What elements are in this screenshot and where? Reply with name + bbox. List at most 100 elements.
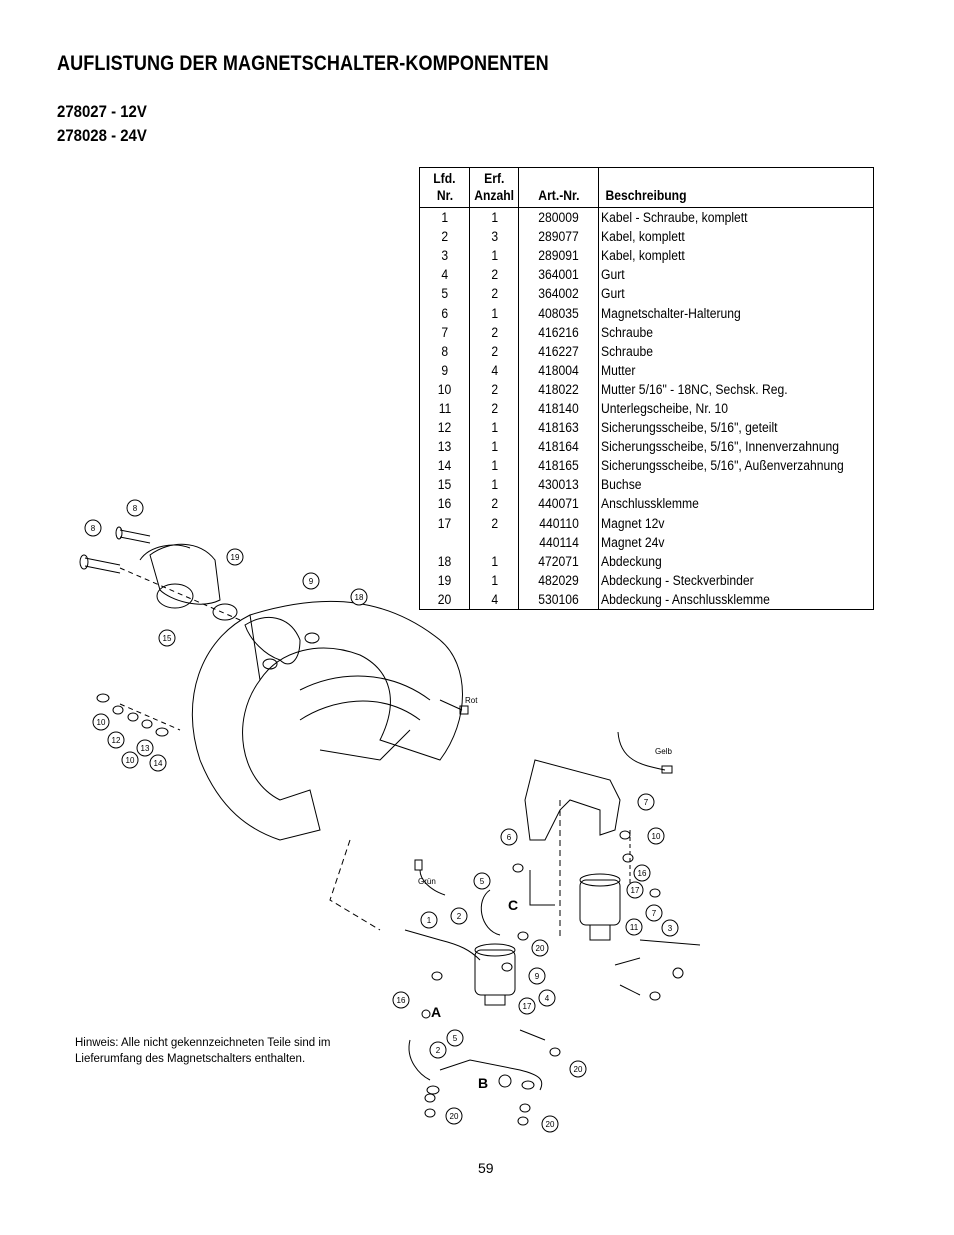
parts-table: Lfd. Nr. Erf. Anzahl Art.-Nr. Beschreibu… (419, 167, 874, 610)
cell-desc: Kabel, komplett (599, 246, 874, 265)
cell-desc: Sicherungsscheibe, 5/16", Außenverzahnun… (599, 456, 874, 475)
cell-nr-text: 19 (437, 572, 452, 588)
cell-qty-text: 2 (490, 400, 498, 416)
callout-number: 1 (427, 916, 432, 925)
cell-qty-text: 4 (490, 362, 498, 378)
page-title: AUFLISTUNG DER MAGNETSCHALTER-KOMPONENTE… (57, 52, 549, 75)
callout-circle (136, 739, 154, 757)
cell-part: 418140 (518, 398, 600, 419)
cell-qty-text: 2 (490, 286, 498, 302)
cell-desc: Kabel - Schraube, komplett (599, 208, 874, 228)
callout-number: 11 (630, 923, 639, 932)
cell-nr-text: 16 (437, 496, 452, 512)
model-numbers: 278027 - 12V 278028 - 24V (57, 100, 147, 148)
cell-nr-text: 10 (437, 381, 452, 397)
cell-nr-text: 17 (437, 515, 452, 531)
cell-part: 530106 (518, 589, 600, 610)
cell-qty (469, 532, 520, 552)
cell-desc-text: Unterlegscheibe, Nr. 10 (601, 400, 729, 416)
callout-number: 9 (535, 972, 540, 981)
callout-number: 16 (397, 996, 406, 1005)
cell-desc-text: Abdeckung (601, 553, 663, 569)
col-header-qty: Erf. Anzahl (469, 167, 520, 208)
callout-circle (450, 907, 468, 925)
callout-number: 3 (668, 924, 673, 933)
note-line-1: Hinweis: Alle nicht gekennzeichneten Tei… (75, 1037, 331, 1049)
cell-qty-text: 3 (490, 229, 498, 245)
cell-desc: Buchse (599, 475, 874, 494)
cell-qty-text: 2 (490, 515, 498, 531)
cell-part: 416227 (518, 341, 600, 361)
cell-nr: 17 (419, 513, 471, 533)
header-nr-line1: Lfd. (433, 171, 456, 186)
cell-nr: 9 (419, 360, 471, 380)
cell-part: 482029 (518, 570, 600, 590)
callout-number: 12 (112, 736, 121, 745)
cell-desc: Abdeckung - Anschlussklemme (599, 590, 874, 610)
cell-nr: 13 (419, 437, 471, 457)
cell-part: 364002 (518, 284, 600, 304)
callout-number: 4 (545, 994, 550, 1003)
cell-desc-text: Anschlussklemme (601, 496, 700, 512)
callout-number: 18 (355, 593, 364, 602)
cell-qty-text: 1 (490, 477, 498, 493)
wire-label-red: Rot (465, 696, 478, 705)
cell-nr-text: 7 (441, 324, 448, 340)
col-header-desc: Beschreibung (598, 167, 874, 208)
cell-part-text: 418163 (538, 420, 580, 436)
cell-qty: 1 (469, 475, 520, 495)
col-header-part: Art.-Nr. (518, 167, 600, 208)
callout-number: 10 (652, 832, 661, 841)
cell-part-text: 364001 (538, 267, 580, 283)
cell-nr-text: 9 (441, 362, 448, 378)
cell-desc: Gurt (599, 265, 874, 284)
cell-qty-text: 4 (490, 591, 498, 607)
callout-circle (121, 751, 139, 769)
cell-part-text: 418164 (538, 439, 580, 455)
cell-nr-text: 14 (437, 458, 452, 474)
cell-desc: Kabel, komplett (599, 227, 874, 246)
cell-qty-text: 1 (490, 553, 498, 569)
cell-qty-text: 1 (490, 305, 498, 321)
group-letter-c: C (508, 897, 518, 913)
callout-number: 14 (154, 759, 163, 768)
callout-number: 8 (133, 504, 138, 513)
cell-nr: 15 (419, 475, 471, 495)
cell-part: 440114 (518, 532, 600, 552)
group-letter-b: B (478, 1075, 488, 1091)
cell-qty: 4 (469, 589, 520, 610)
cell-qty: 2 (469, 513, 520, 533)
callout-number: 20 (536, 944, 545, 953)
callout-number: 10 (97, 718, 106, 727)
cell-nr: 14 (419, 456, 471, 476)
callout-number: 8 (91, 524, 96, 533)
cell-qty: 2 (469, 341, 520, 361)
cell-part: 418004 (518, 360, 600, 380)
cell-qty: 2 (469, 284, 520, 304)
callout-number: 17 (523, 1002, 532, 1011)
cell-qty: 1 (469, 246, 520, 266)
cell-qty-text: 2 (490, 496, 498, 512)
cell-part-text: 530106 (538, 591, 580, 607)
callout-circle (637, 793, 655, 811)
callout-number: 19 (231, 553, 240, 562)
callout-number: 2 (436, 1046, 441, 1055)
cell-qty: 2 (469, 322, 520, 342)
cell-part: 430013 (518, 475, 600, 495)
cell-part: 408035 (518, 303, 600, 323)
cell-part: 280009 (518, 207, 600, 228)
cell-part-text: 472071 (538, 553, 580, 569)
cell-nr-text: 5 (441, 286, 448, 302)
cell-qty: 3 (469, 227, 520, 247)
cell-nr-text: 13 (437, 439, 452, 455)
cell-nr: 18 (419, 551, 471, 571)
model-24v: 278028 - 24V (57, 126, 147, 145)
cell-desc-text: Mutter 5/16" - 18NC, Sechsk. Reg. (601, 381, 788, 397)
cell-nr (419, 532, 471, 552)
callout-circle (647, 827, 665, 845)
cell-part-text: 408035 (538, 305, 580, 321)
